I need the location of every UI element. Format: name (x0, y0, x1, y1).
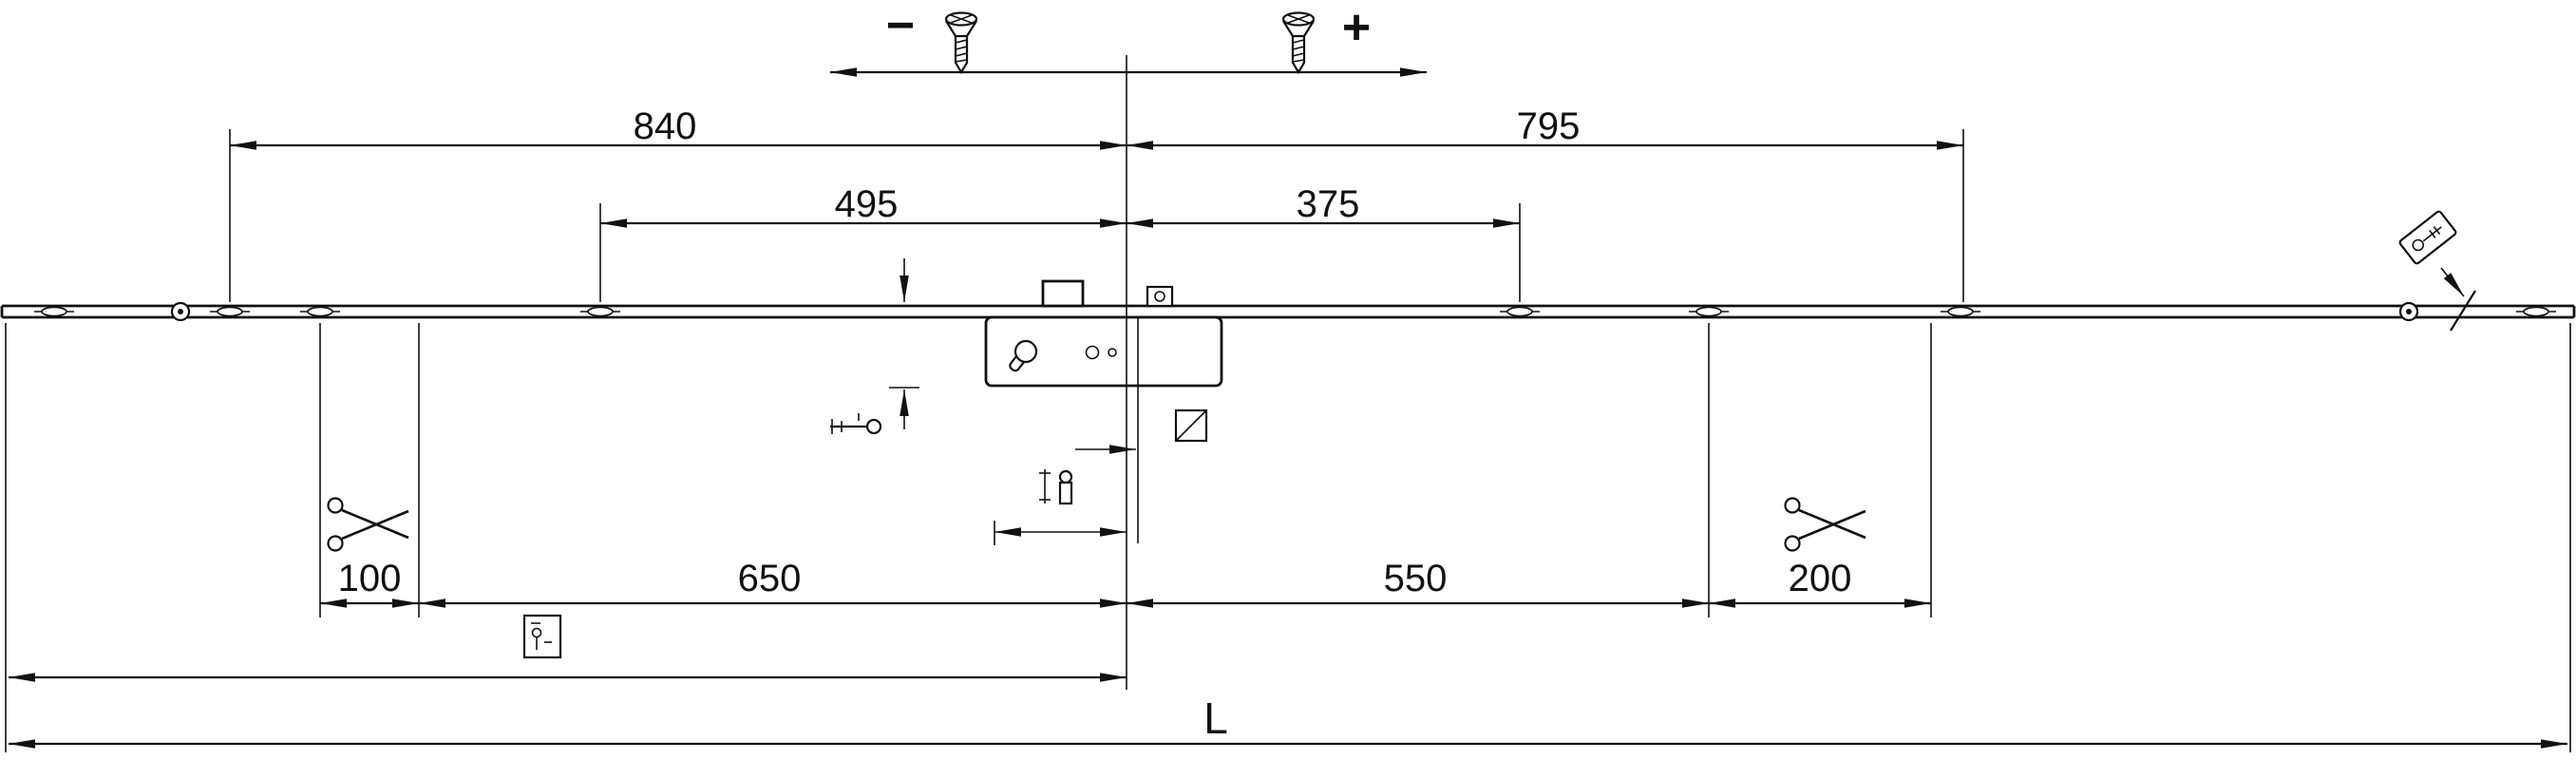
screw-slot (2516, 306, 2556, 317)
dimension-550-label: 550 (1384, 558, 1448, 599)
dimension-L-label: L (1203, 694, 1228, 743)
plus-sign: + (1342, 0, 1371, 55)
screw-icon (1281, 11, 1316, 74)
dimension-375-label: 375 (1297, 183, 1360, 225)
extension-lines (5, 55, 2571, 752)
screw-slot (210, 306, 250, 317)
screw-icon (944, 11, 978, 74)
roller-cam (170, 301, 191, 322)
screw-slot (1689, 306, 1729, 317)
screw-slot (300, 306, 340, 317)
square-spindle-icon (1174, 408, 1208, 443)
dimension-495-label: 495 (835, 183, 899, 225)
latch-bolt (1041, 279, 1085, 308)
scissors-icon (327, 497, 410, 552)
dimension-650: 650 (419, 558, 1127, 608)
dimension-495: 495 (600, 183, 1127, 228)
fixing-hole (1108, 348, 1117, 357)
dimension-200-label: 200 (1789, 558, 1852, 599)
profile-cylinder-hole (1009, 339, 1038, 372)
scissors-icon (1784, 497, 1867, 552)
lock-rail (0, 301, 2576, 322)
dimension-375: 375 (1127, 183, 1520, 228)
dimension-840-label: 840 (634, 105, 697, 147)
dimension-550: 550 (1127, 558, 1709, 608)
dimension-840: 840 (230, 105, 1127, 150)
lock-gearbox (984, 279, 1223, 388)
adjustment-indicator: − + (830, 0, 1427, 77)
dimension-100-label: 100 (338, 558, 402, 599)
latch-adjust-icon (830, 413, 882, 435)
minus-sign: − (886, 0, 915, 53)
dimension-795: 795 (1127, 105, 1963, 150)
cylinder-screw-icon (1039, 469, 1073, 505)
profile-cylinder-icon (522, 614, 562, 659)
screw-slot (1500, 306, 1540, 317)
roller-cam (2398, 301, 2419, 322)
fixing-hole (1085, 345, 1100, 360)
dimension-200: 200 (1709, 558, 1931, 608)
screw-slot (580, 306, 620, 317)
screw-slot (1941, 306, 1980, 317)
dimension-100: 100 (320, 558, 419, 608)
dimension-overall-length: L (9, 694, 2567, 749)
aux-pin (1146, 285, 1174, 308)
dimension-795-label: 795 (1517, 105, 1581, 147)
detail-dimension-arrows (889, 258, 1136, 537)
dimension-650-label: 650 (738, 558, 802, 599)
rail-end-detail-icon (2398, 210, 2476, 332)
screw-slot (34, 306, 74, 317)
